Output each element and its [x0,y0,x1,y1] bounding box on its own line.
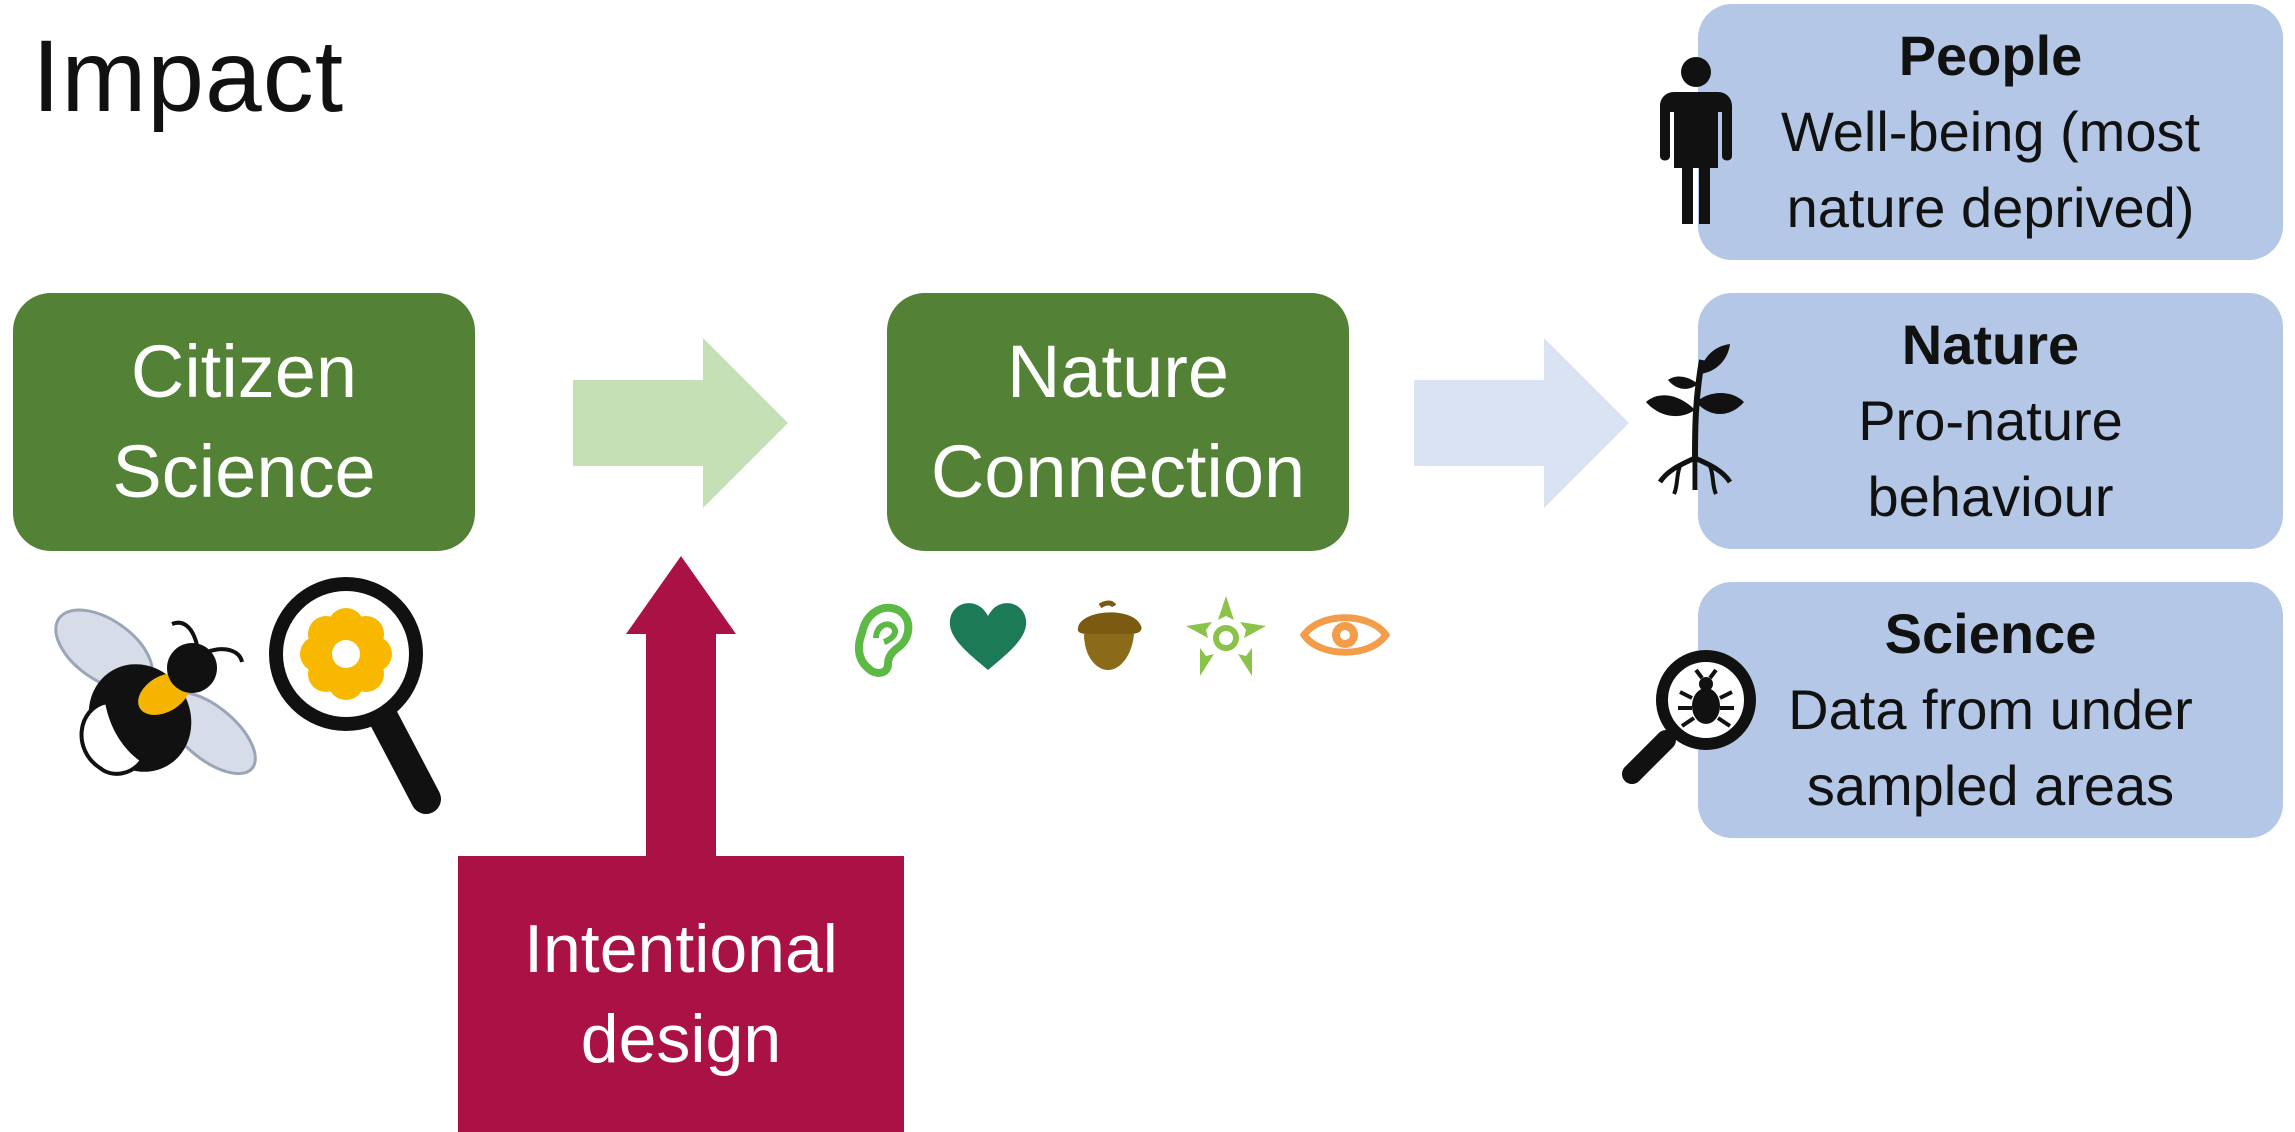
ear-icon [854,603,913,677]
design-up-arrow [626,556,736,856]
nature-connection-line2: Connection [930,430,1306,513]
person-icon [1660,57,1732,224]
citizen-science-line2: Science [112,430,376,513]
outcome-nature-heading: Nature [1901,313,2080,376]
design-line1: Intentional [524,911,838,987]
design-line2: design [580,1001,782,1077]
nature-connection-line1: Nature [1006,330,1230,413]
outcome-science-heading: Science [1884,602,2097,665]
outcome-science-box: Science Data from under sampled areas [1698,582,2283,838]
eye-icon [1299,614,1391,656]
outcome-people-line1: Well-being (most [1780,100,2201,163]
page-title: Impact [32,19,345,133]
outcome-nature-box: Nature Pro-nature behaviour [1698,293,2283,549]
outcome-nature-line1: Pro-nature [1858,389,2123,452]
outcome-science-line2: sampled areas [1806,754,2175,817]
intentional-design-box: Intentional design [458,856,904,1132]
bee-icon [54,608,257,776]
outcome-people-box: People Well-being (most nature deprived) [1698,4,2283,260]
nature-connection-box: Nature Connection [887,293,1349,551]
magnifier-bug-icon [1622,650,1756,784]
heart-icon [949,603,1027,670]
arrow-citizen-to-connection [573,338,788,508]
magnifier-flower-icon [269,577,441,814]
outcome-people-heading: People [1898,24,2083,87]
citizen-science-box: Citizen Science [13,293,475,551]
hands-circle-icon [1186,596,1266,676]
arrow-connection-to-outcomes [1414,338,1629,508]
outcome-science-line1: Data from under [1788,678,2193,741]
plant-icon [1646,344,1744,495]
acorn-icon [1077,600,1142,670]
citizen-science-line1: Citizen [130,330,358,413]
outcome-nature-line2: behaviour [1867,465,2114,528]
outcome-people-line2: nature deprived) [1786,176,2195,239]
